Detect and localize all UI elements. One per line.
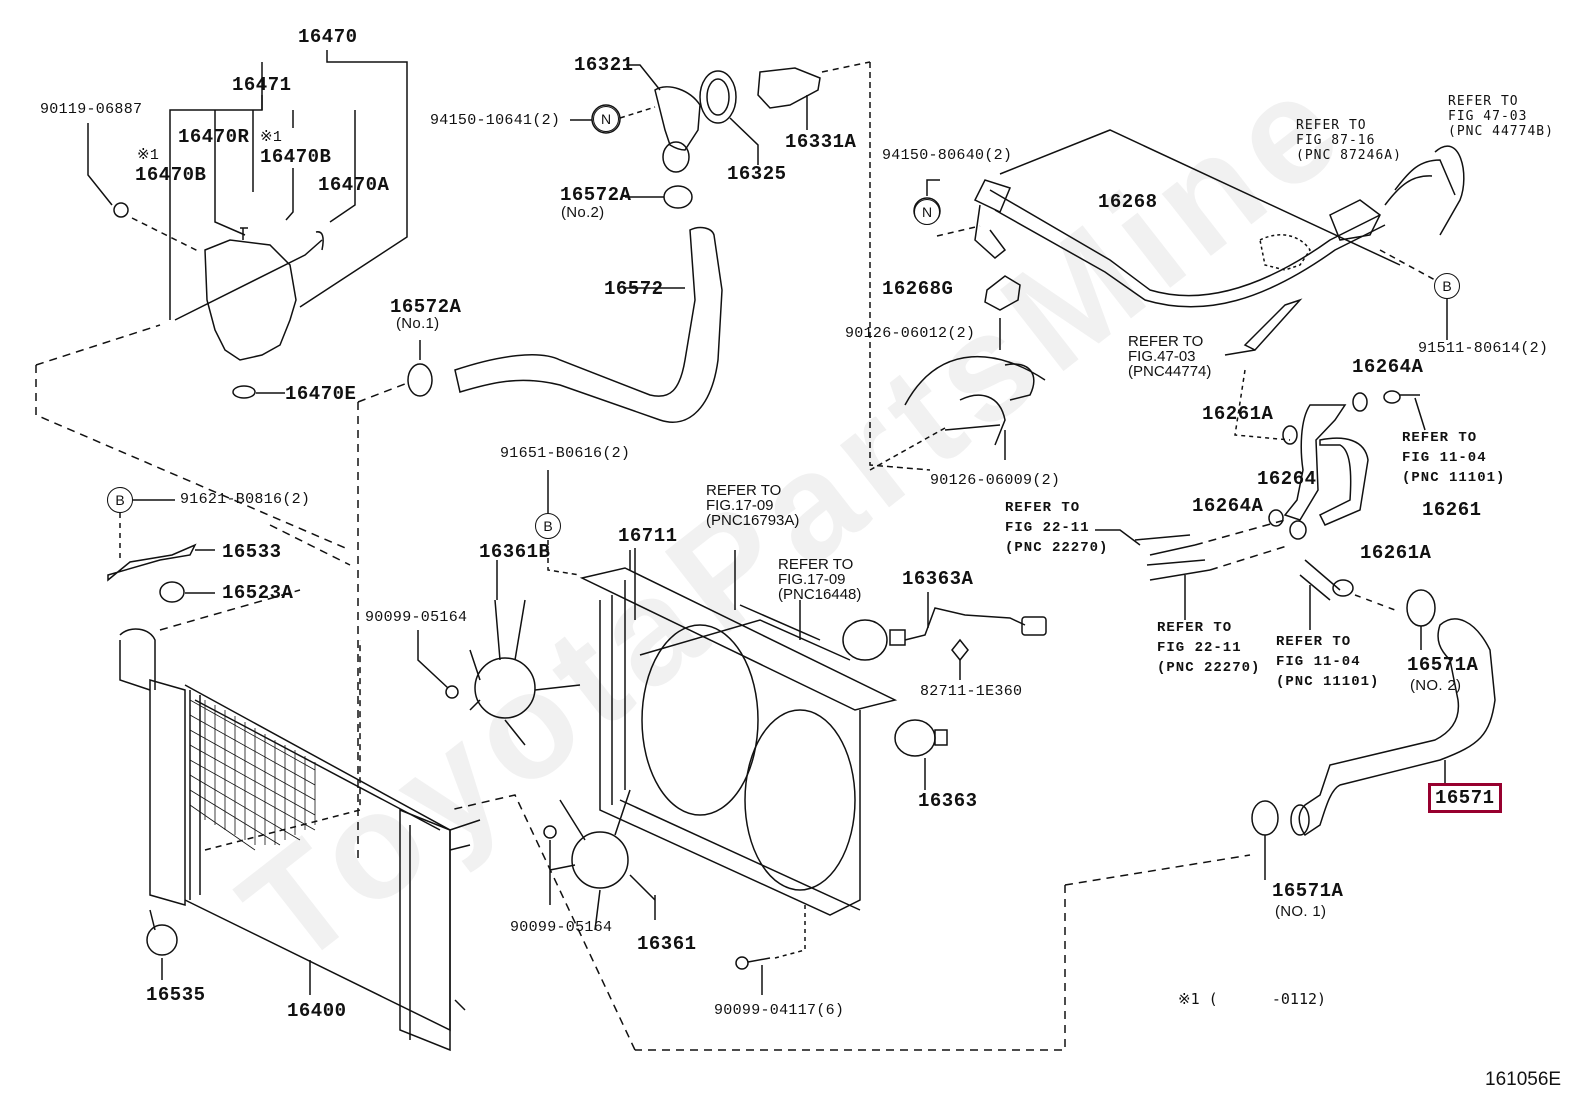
callout-90119-06887[interactable]: 90119-06887 — [40, 101, 143, 118]
callout-94150-80640[interactable]: 94150-80640(2) — [882, 147, 1013, 164]
callout-16361[interactable]: 16361 — [637, 933, 697, 955]
reservoir-tank — [204, 239, 297, 361]
callout-16470B-left[interactable]: 16470B — [135, 164, 207, 186]
callout-16268[interactable]: 16268 — [1098, 191, 1158, 213]
refer-note-fig17-09-a[interactable]: REFER TO FIG.17-09 (PNC16793A) — [706, 482, 800, 529]
refer-note-fig87-16[interactable]: REFER TO FIG 87-16 (PNC 87246A) — [1296, 118, 1402, 163]
callout-16261[interactable]: 16261 — [1422, 499, 1482, 521]
callout-90099-04117[interactable]: 90099-04117(6) — [714, 1002, 845, 1019]
circle-marker-b: B — [535, 513, 561, 539]
callout-91651-B0616[interactable]: 91651-B0616(2) — [500, 445, 631, 462]
callout-16572A-no2-sub: (No.2) — [561, 204, 605, 221]
callout-16571-highlighted[interactable]: 16571 — [1428, 783, 1502, 813]
callout-16711[interactable]: 16711 — [618, 525, 678, 547]
callout-16571A-no1-sub: (NO. 1) — [1275, 903, 1327, 920]
callout-16261A-bottom[interactable]: 16261A — [1360, 542, 1432, 564]
circle-marker-b: B — [107, 487, 133, 513]
circle-marker-n: N — [914, 199, 940, 225]
footnote-range: ( -0112) — [1208, 990, 1327, 1008]
refer-note-fig17-09-b[interactable]: REFER TO FIG.17-09 (PNC16448) — [778, 556, 862, 603]
leader-16470 — [299, 50, 408, 308]
footnote-mark: ※1 — [260, 129, 283, 146]
callout-16471[interactable]: 16471 — [232, 74, 292, 96]
callout-16261A-top[interactable]: 16261A — [1202, 403, 1274, 425]
callout-90099-05164-bottom[interactable]: 90099-05164 — [510, 919, 613, 936]
circle-marker-b: B — [1434, 273, 1460, 299]
refer-note-fig22-11-top[interactable]: REFER TO FIG 22-11 (PNC 22270) — [1005, 500, 1109, 556]
footnote: ※1 ( -0112) — [1178, 992, 1326, 1007]
footnote-mark: ※1 — [137, 147, 160, 164]
callout-16321[interactable]: 16321 — [574, 54, 634, 76]
callout-16470B-right[interactable]: 16470B — [260, 146, 332, 168]
callout-16572A-no1[interactable]: 16572A — [390, 296, 462, 318]
callout-16571A-no2[interactable]: 16571A — [1407, 654, 1479, 676]
callout-16268G[interactable]: 16268G — [882, 278, 954, 300]
refer-note-fig47-03-b[interactable]: REFER TO FIG 47-03 (PNC 44774B) — [1448, 94, 1554, 139]
callout-91511-80614[interactable]: 91511-80614(2) — [1418, 340, 1549, 357]
callout-16363A[interactable]: 16363A — [902, 568, 974, 590]
callout-16470E[interactable]: 16470E — [285, 383, 357, 405]
fan-16361 — [549, 789, 656, 931]
callout-16523A[interactable]: 16523A — [222, 582, 294, 604]
water-outlet — [654, 86, 701, 151]
callout-16571A-no1[interactable]: 16571A — [1272, 880, 1344, 902]
callout-16571[interactable]: 16571 — [1435, 787, 1495, 809]
footnote-mark: ※1 — [1178, 990, 1200, 1008]
figure-id: 161056E — [1485, 1069, 1562, 1090]
callout-16325[interactable]: 16325 — [727, 163, 787, 185]
leader-16471 — [169, 95, 263, 320]
callout-16363[interactable]: 16363 — [918, 790, 978, 812]
callout-16533[interactable]: 16533 — [222, 541, 282, 563]
bypass-pipe-16268 — [989, 189, 1381, 297]
callout-16264A-top[interactable]: 16264A — [1352, 356, 1424, 378]
callout-16572A-no2[interactable]: 16572A — [560, 184, 632, 206]
heater-hose-16264 — [1283, 404, 1347, 521]
callout-16470[interactable]: 16470 — [298, 26, 358, 48]
callout-16264[interactable]: 16264 — [1257, 468, 1317, 490]
callout-94150-10641[interactable]: 94150-10641(2) — [430, 112, 561, 129]
refer-note-fig11-04-bottom[interactable]: REFER TO FIG 11-04 (PNC 11101) — [1276, 634, 1380, 690]
refer-note-fig22-11-bottom[interactable]: REFER TO FIG 22-11 (PNC 22270) — [1157, 620, 1261, 676]
fan-16361B — [469, 560, 581, 746]
callout-91621-B0816[interactable]: 91621-B0816(2) — [180, 491, 311, 508]
callout-16535[interactable]: 16535 — [146, 984, 206, 1006]
hose-16572 — [454, 226, 723, 423]
callout-16400[interactable]: 16400 — [287, 1000, 347, 1022]
callout-90126-06009[interactable]: 90126-06009(2) — [930, 472, 1061, 489]
hose-16571 — [1298, 618, 1496, 837]
callout-16361B[interactable]: 16361B — [479, 541, 551, 563]
callout-82711-1E360[interactable]: 82711-1E360 — [920, 683, 1023, 700]
callout-16571A-no2-sub: (NO. 2) — [1410, 677, 1462, 694]
callout-16470R[interactable]: 16470R — [178, 126, 250, 148]
circle-marker-n: N — [593, 106, 619, 132]
callout-16572[interactable]: 16572 — [604, 278, 664, 300]
callout-90099-05164-top[interactable]: 90099-05164 — [365, 609, 468, 626]
callout-16470A[interactable]: 16470A — [318, 174, 390, 196]
refer-note-fig47-03[interactable]: REFER TO FIG.47-03 (PNC44774) — [1128, 333, 1212, 380]
callout-16572A-no1-sub: (No.1) — [396, 315, 440, 332]
callout-90126-06012[interactable]: 90126-06012(2) — [845, 325, 976, 342]
heater-hose-16261 — [1318, 437, 1369, 526]
callout-16331A[interactable]: 16331A — [785, 131, 857, 153]
fan-shroud-16711 — [579, 567, 898, 711]
callout-16264A-mid[interactable]: 16264A — [1192, 495, 1264, 517]
refer-note-fig11-04-top[interactable]: REFER TO FIG 11-04 (PNC 11101) — [1402, 430, 1506, 486]
radiator-16400 — [149, 679, 186, 906]
